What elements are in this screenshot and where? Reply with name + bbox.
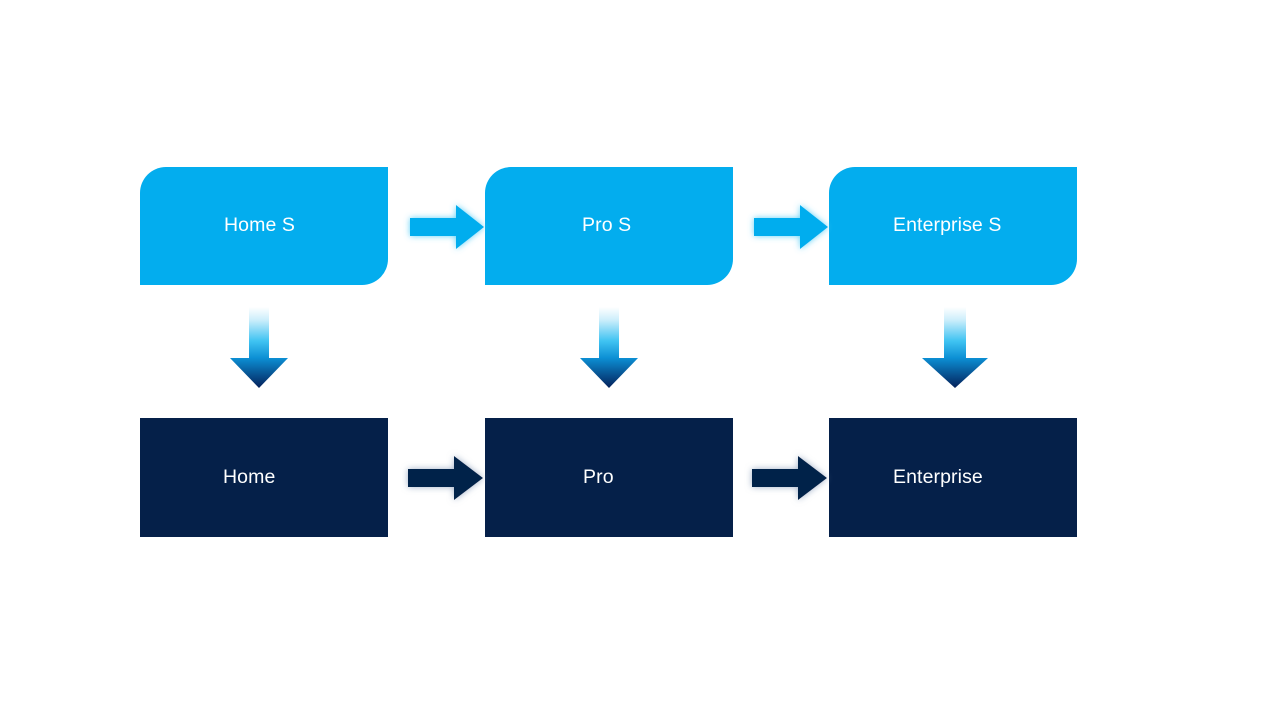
connector-enterprise-s-to-enterprise xyxy=(920,306,990,390)
node-label-home-s: Home S xyxy=(224,214,296,237)
node-enterprise-s[interactable]: Enterprise S xyxy=(829,167,1077,285)
node-enterprise[interactable]: Enterprise xyxy=(829,418,1077,537)
connector-home-to-pro xyxy=(407,454,485,502)
arrow-down-icon xyxy=(580,307,638,388)
arrow-right-icon xyxy=(410,205,484,249)
node-label-enterprise-s: Enterprise S xyxy=(893,214,1002,237)
node-label-home: Home xyxy=(223,465,276,488)
arrow-right-icon xyxy=(752,456,827,500)
node-label-enterprise: Enterprise xyxy=(893,465,983,488)
arrow-right-icon xyxy=(408,456,483,500)
node-home-s[interactable]: Home S xyxy=(140,167,388,285)
node-label-pro-s: Pro S xyxy=(582,214,632,237)
node-pro[interactable]: Pro xyxy=(485,418,733,537)
arrow-right-icon xyxy=(754,205,828,249)
connector-pro-to-enterprise xyxy=(751,454,829,502)
arrow-down-icon xyxy=(230,307,288,388)
node-home[interactable]: Home xyxy=(140,418,388,537)
connector-home-s-to-pro-s xyxy=(409,203,485,251)
node-label-pro: Pro xyxy=(583,465,614,488)
arrow-down-icon xyxy=(922,307,988,388)
connector-home-s-to-home xyxy=(228,306,290,390)
node-pro-s[interactable]: Pro S xyxy=(485,167,733,285)
connector-pro-s-to-pro xyxy=(578,306,640,390)
connector-pro-s-to-enterprise-s xyxy=(753,203,829,251)
